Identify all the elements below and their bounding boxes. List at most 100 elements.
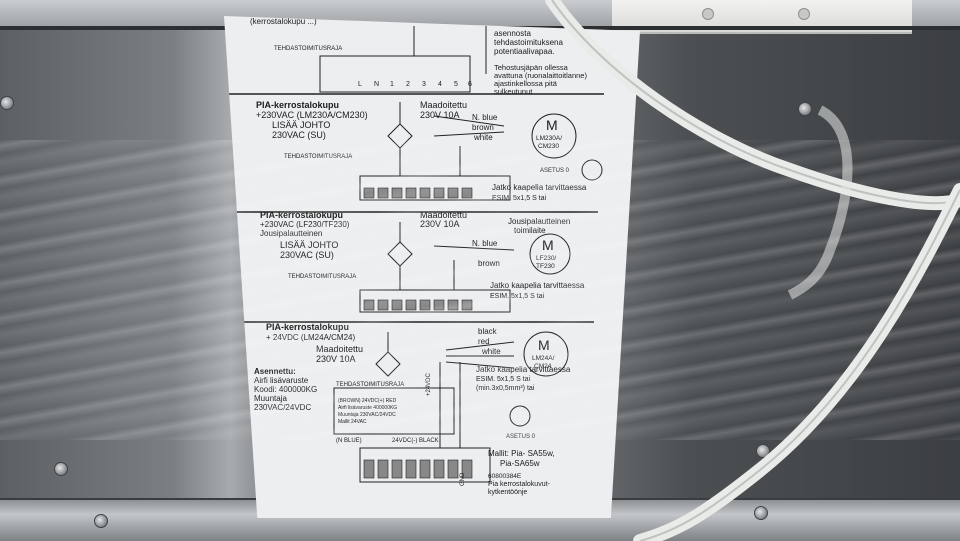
block3-installed: Koodi: 400000KG: [254, 385, 317, 394]
terminal-strip-3: [360, 448, 490, 482]
block2-extension: Jatko kaapelia tarvittaessa: [490, 281, 585, 290]
rail-bolt: [754, 506, 768, 520]
terminal-label: 3: [422, 81, 426, 88]
block3-earthed: Maadoitettu: [316, 344, 363, 354]
panel-bolt: [0, 96, 14, 110]
footer-desc: kytkentöönje: [488, 489, 527, 496]
panel-bolt: [798, 102, 812, 116]
motor-model: TF230: [536, 263, 555, 270]
panel-bolt: [54, 462, 68, 476]
block2-earthed: 230V 10A: [420, 219, 460, 229]
motor-symbol: M: [542, 237, 554, 253]
block3-installed: Asennettu:: [254, 367, 296, 376]
block2-earthed: Maadoitettu: [420, 210, 467, 220]
top-boundary: TEHDASTOIMITUSRAJA: [274, 46, 342, 52]
motor-lf230-circle: [530, 234, 570, 274]
block3-wire: white: [481, 347, 501, 356]
terminal-label: 2: [406, 81, 410, 88]
motor-model: LF230/: [536, 255, 556, 262]
panel-bolt: [756, 444, 770, 458]
transformer-line: (BROWN) 24VDC(+) RED: [338, 398, 397, 404]
note-line: asennosta: [494, 29, 531, 38]
note-line: Tehostusjäpän ollessa: [494, 63, 569, 72]
block2-extension: ESIM. 5x1,5 S tai: [490, 293, 545, 300]
note-line: avattuna (ruonalaittoitlanne): [494, 71, 587, 80]
setting-label: ASETUS 0: [506, 434, 536, 440]
block2-wire: brown: [478, 259, 500, 268]
terminal-label: 5: [454, 81, 458, 88]
terminal-strip-1: [360, 176, 510, 200]
motor-model: CM230: [538, 143, 559, 150]
wiring-diagram-sheet: (kerrostalokupu ...) TEHDASTOIMITUSRAJA …: [224, 16, 640, 518]
wiring-diagram: (kerrostalokupu ...) TEHDASTOIMITUSRAJA …: [224, 16, 640, 518]
block1-extension: ESIM. 5x1,5 S tai: [492, 195, 547, 202]
junction-box-screw: [702, 8, 714, 20]
note-line: ajastinkellossa pitä: [494, 79, 558, 88]
transformer-line: Mallit 24VAC: [338, 419, 367, 425]
terminal-strip-top: [320, 56, 470, 92]
block3-subtitle: + 24VDC (LM24A/CM24): [266, 333, 355, 342]
block3-installed: 230VAC/24VDC: [254, 403, 311, 412]
footer-models: Mallit: Pia- SA55w,: [488, 449, 555, 458]
block1-extra: LISÄÄ JOHTO: [272, 120, 330, 130]
block3-wire: black: [478, 327, 498, 336]
block2-spring: Jousipalautteinen: [508, 217, 570, 226]
block2-spring: toimilaite: [514, 226, 546, 235]
footer-code: 60800384E: [488, 473, 522, 480]
transformer-line: Muuntaja 230VAC/24VDC: [338, 412, 396, 418]
block3-wire: red: [478, 337, 490, 346]
block3-boundary: TEHDASTOIMITUSRAJA: [336, 382, 404, 388]
transformer-box: [334, 388, 454, 434]
top-header-cut: (kerrostalokupu ...): [250, 17, 317, 26]
block1-extra: 230VAC (SU): [272, 130, 326, 140]
note-line: tehdastoimituksena: [494, 38, 563, 47]
footer-desc: Pia kerrostalokuvut-: [488, 481, 551, 488]
block2-boundary: TEHDASTOIMITUSRAJA: [288, 274, 356, 280]
note-line: sulkeutunut: [494, 87, 533, 96]
block1-wire: brown: [472, 123, 494, 132]
setting-knob-3: [510, 406, 530, 426]
block3-installed: Muuntaja: [254, 394, 287, 403]
terminal-label: N: [374, 81, 379, 88]
rail-bolt: [94, 514, 108, 528]
terminal-label: 1: [390, 81, 394, 88]
block2-subtitle: Jousipalautteinen: [260, 229, 322, 238]
junction-box-screw: [798, 8, 810, 20]
motor-symbol: M: [546, 117, 558, 133]
block3-installed: Airfi lisävaruste: [254, 376, 309, 385]
block3-extension: (min.3x0,5mm²) tai: [476, 385, 535, 392]
motor-model: LM24A/: [532, 355, 555, 362]
block3-extension: Jatko kaapelia tarvittaessa: [476, 365, 571, 374]
terminal-label: 6: [468, 81, 472, 88]
block2-extra: LISÄÄ JOHTO: [280, 240, 338, 250]
motor-symbol: M: [538, 337, 550, 353]
note-line: potentiaalivapaa.: [494, 47, 555, 56]
block2-title: PIA-kerrostalokupu: [260, 210, 343, 220]
block3-title: PIA-kerrostalokupu: [266, 322, 349, 332]
footer-models: Pia-SA65w: [500, 459, 540, 468]
block1-boundary: TEHDASTOIMITUSRAJA: [284, 154, 352, 160]
terminal-label: 4: [438, 81, 442, 88]
block3-extension: ESIM. 5x1,5 S tai: [476, 376, 531, 383]
block2-wire: N. blue: [472, 239, 498, 248]
setting-label: ASETUS 0: [540, 168, 570, 174]
block3-earthed: 230V 10A: [316, 354, 356, 364]
terminal-strip-2: [360, 290, 510, 312]
plus-24vdc-label: +24VDC: [426, 372, 432, 396]
gnd-label: GND: [460, 472, 466, 486]
transformer-line: Airfi lisävaruste 400000KG: [338, 405, 397, 411]
motor-model: LM230A/: [536, 135, 562, 142]
block1-wire: white: [473, 133, 493, 142]
block1-title: PIA-kerrostalokupu: [256, 100, 339, 110]
block2-extra: 230VAC (SU): [280, 250, 334, 260]
block1-subtitle: +230VAC (LM230A/CM230): [256, 110, 368, 120]
terminal-label: L: [358, 81, 362, 88]
motor-lm24a-circle: [524, 332, 568, 376]
block1-earthed: 230V 10A: [420, 110, 460, 120]
motor-model: CM24: [534, 363, 552, 370]
setting-knob-1: [582, 160, 602, 180]
dc-label: 24VDC(-) BLACK: [392, 438, 439, 444]
block2-subtitle: +230VAC (LF230/TF230): [260, 220, 350, 229]
block1-extension: Jatko kaapelia tarvittaessa: [492, 183, 587, 192]
